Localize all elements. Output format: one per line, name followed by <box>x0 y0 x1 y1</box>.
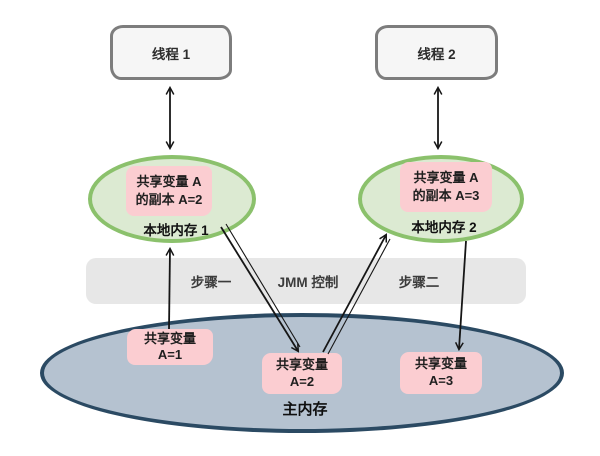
step-two-label: 步骤二 <box>398 275 440 290</box>
thread-1-box: 线程 1 <box>110 25 232 80</box>
local-memory-1-label: 本地内存 1 <box>143 223 209 238</box>
main-variable-a3: 共享变量 A=3 <box>400 352 482 394</box>
main-memory-label: 主内存 <box>282 401 328 418</box>
local-memory-2-label: 本地内存 2 <box>411 220 477 235</box>
jmm-control-bar: 步骤一 JMM 控制 步骤二 <box>86 258 526 304</box>
local-variable-copy-2: 共享变量 A 的副本 A=3 <box>400 162 492 212</box>
thread-2-box: 线程 2 <box>375 25 498 80</box>
main-variable-a1: 共享变量 A=1 <box>127 329 213 365</box>
thread-2-label: 线程 2 <box>417 46 456 62</box>
step-one-label: 步骤一 <box>190 275 232 290</box>
thread-1-label: 线程 1 <box>151 46 191 62</box>
jmm-control-label: JMM 控制 <box>277 275 339 290</box>
local-variable-copy-1: 共享变量 A 的副本 A=2 <box>126 166 212 216</box>
main-variable-a2: 共享变量 A=2 <box>262 353 342 394</box>
